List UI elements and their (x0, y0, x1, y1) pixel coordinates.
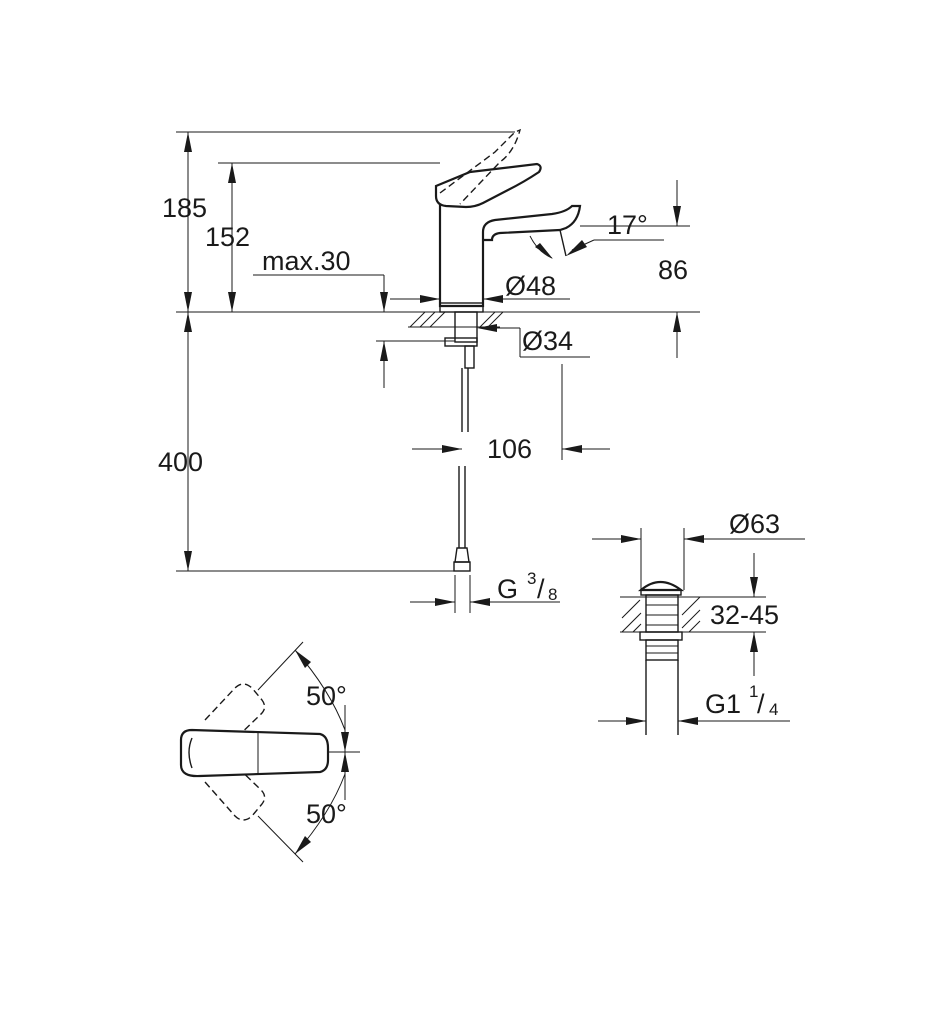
dim-waste-diameter: Ø63 (729, 509, 780, 539)
handle-rotated-down (204, 761, 266, 821)
svg-text:G: G (497, 574, 518, 604)
handle-top-view: 50° 50° (179, 641, 360, 863)
mounting-nut (444, 337, 478, 347)
svg-text:3: 3 (527, 569, 536, 588)
dim-spout-reach: 106 (487, 434, 532, 464)
dim-rotation-up: 50° (306, 681, 347, 711)
waste-thread (645, 639, 679, 661)
waste-cap (637, 580, 685, 592)
dim-deck-thickness: max.30 (262, 246, 351, 276)
svg-text:4: 4 (769, 700, 778, 719)
svg-text:/: / (757, 689, 765, 719)
dim-mount-hole: Ø34 (522, 326, 573, 356)
faucet-side-view: 185 152 max.30 Ø48 17° 86 (158, 128, 700, 613)
dim-deck-range: 32-45 (710, 600, 779, 630)
waste-body (645, 594, 679, 633)
dim-spout-angle: 17° (607, 210, 648, 240)
dim-outlet-height: 86 (658, 255, 688, 285)
svg-text:/: / (537, 574, 545, 604)
handle-rotated-up (204, 683, 266, 743)
dim-total-height: 185 (162, 193, 207, 223)
dim-spout-height: 152 (205, 222, 250, 252)
faucet-body (438, 203, 582, 308)
spout-outlet-angle (559, 229, 567, 257)
mounting-rod (464, 345, 475, 369)
mounting-shank (454, 311, 478, 343)
dim-hose-length: 400 (158, 447, 203, 477)
lever-raised-outline (439, 128, 522, 205)
dim-waste-thread: G1 1 / 4 (705, 682, 778, 719)
lever-handle (434, 162, 542, 209)
hose-nut (453, 561, 471, 572)
svg-text:G1: G1 (705, 689, 741, 719)
svg-text:1: 1 (749, 682, 758, 701)
waste-nut (639, 631, 683, 641)
hose-fitting (454, 547, 470, 563)
dim-body-diameter: Ø48 (505, 271, 556, 301)
handle-center (179, 728, 330, 778)
waste-valve-view: Ø63 32-45 G1 1 / 4 (592, 509, 805, 735)
dim-rotation-down: 50° (306, 799, 347, 829)
dim-hose-connection: G 3 / 8 (497, 569, 557, 604)
svg-text:8: 8 (548, 585, 557, 604)
